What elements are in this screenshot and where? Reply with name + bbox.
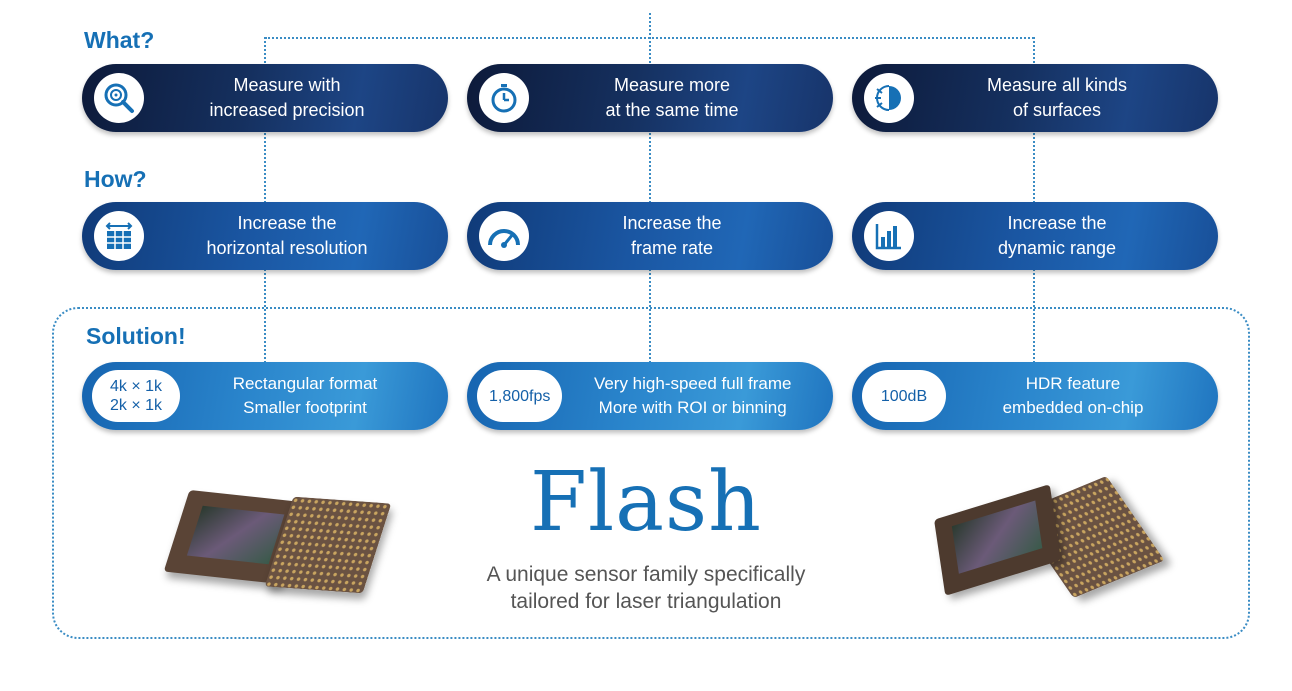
- pill-text: More with ROI or binning: [598, 398, 787, 417]
- pill-text: Measure more: [613, 75, 731, 95]
- pill-text: Very high-speed full frame: [593, 374, 792, 393]
- badge-text: 2k × 1k: [109, 397, 163, 414]
- pill-text: Increase the: [237, 213, 337, 233]
- resolution-badge: 4k × 1k 2k × 1k: [92, 370, 180, 422]
- wide-grid-icon: [94, 211, 144, 261]
- how-dynamic-range: Increase the dynamic range: [852, 202, 1218, 270]
- pill-text: Measure all kinds: [986, 75, 1128, 95]
- pill-text: Increase the: [622, 213, 722, 233]
- fps-badge: 1,800fps: [477, 370, 563, 422]
- how-resolution: Increase the horizontal resolution: [82, 202, 448, 270]
- pill-text: Increase the: [1007, 213, 1107, 233]
- surface-light-icon: [864, 73, 914, 123]
- pill-text: Rectangular format: [232, 374, 378, 393]
- pill-text: Smaller footprint: [243, 398, 367, 417]
- connector-line: [1033, 37, 1035, 363]
- heading-solution: Solution!: [86, 323, 186, 349]
- pill-text: increased precision: [209, 100, 365, 120]
- heading-what: What?: [84, 27, 155, 53]
- badge-text: 1,800fps: [489, 387, 551, 405]
- product-name: Flash: [530, 455, 762, 550]
- tagline-line: tailored for laser triangulation: [510, 590, 782, 613]
- pill-text: dynamic range: [997, 238, 1117, 258]
- pill-text: at the same time: [605, 100, 739, 120]
- bar-chart-icon: [864, 211, 914, 261]
- db-badge: 100dB: [862, 370, 946, 422]
- what-throughput: Measure more at the same time: [467, 64, 833, 132]
- solution-hdr: 100dB HDR feature embedded on-chip: [852, 362, 1218, 430]
- tagline-line: A unique sensor family specifically: [486, 563, 806, 586]
- connector-line: [264, 37, 266, 363]
- pill-text: horizontal resolution: [206, 238, 368, 258]
- connector-line: [265, 37, 1034, 39]
- badge-text: 4k × 1k: [109, 378, 163, 395]
- connector-line: [649, 13, 651, 363]
- solution-box: [52, 307, 1250, 639]
- pill-text: frame rate: [630, 238, 714, 258]
- heading-how: How?: [84, 166, 147, 192]
- badge-text: 100dB: [880, 387, 928, 405]
- speedometer-icon: [479, 211, 529, 261]
- stopwatch-icon: [479, 73, 529, 123]
- magnifier-target-icon: [94, 73, 144, 123]
- what-precision: Measure with increased precision: [82, 64, 448, 132]
- pill-text: Measure with: [233, 75, 341, 95]
- how-framerate: Increase the frame rate: [467, 202, 833, 270]
- pill-text: of surfaces: [1012, 100, 1102, 120]
- pill-text: HDR feature: [1025, 374, 1121, 393]
- what-surfaces: Measure all kinds of surfaces: [852, 64, 1218, 132]
- pill-text: embedded on-chip: [1002, 398, 1144, 417]
- product-tagline: A unique sensor family specifically tailo…: [0, 561, 1292, 615]
